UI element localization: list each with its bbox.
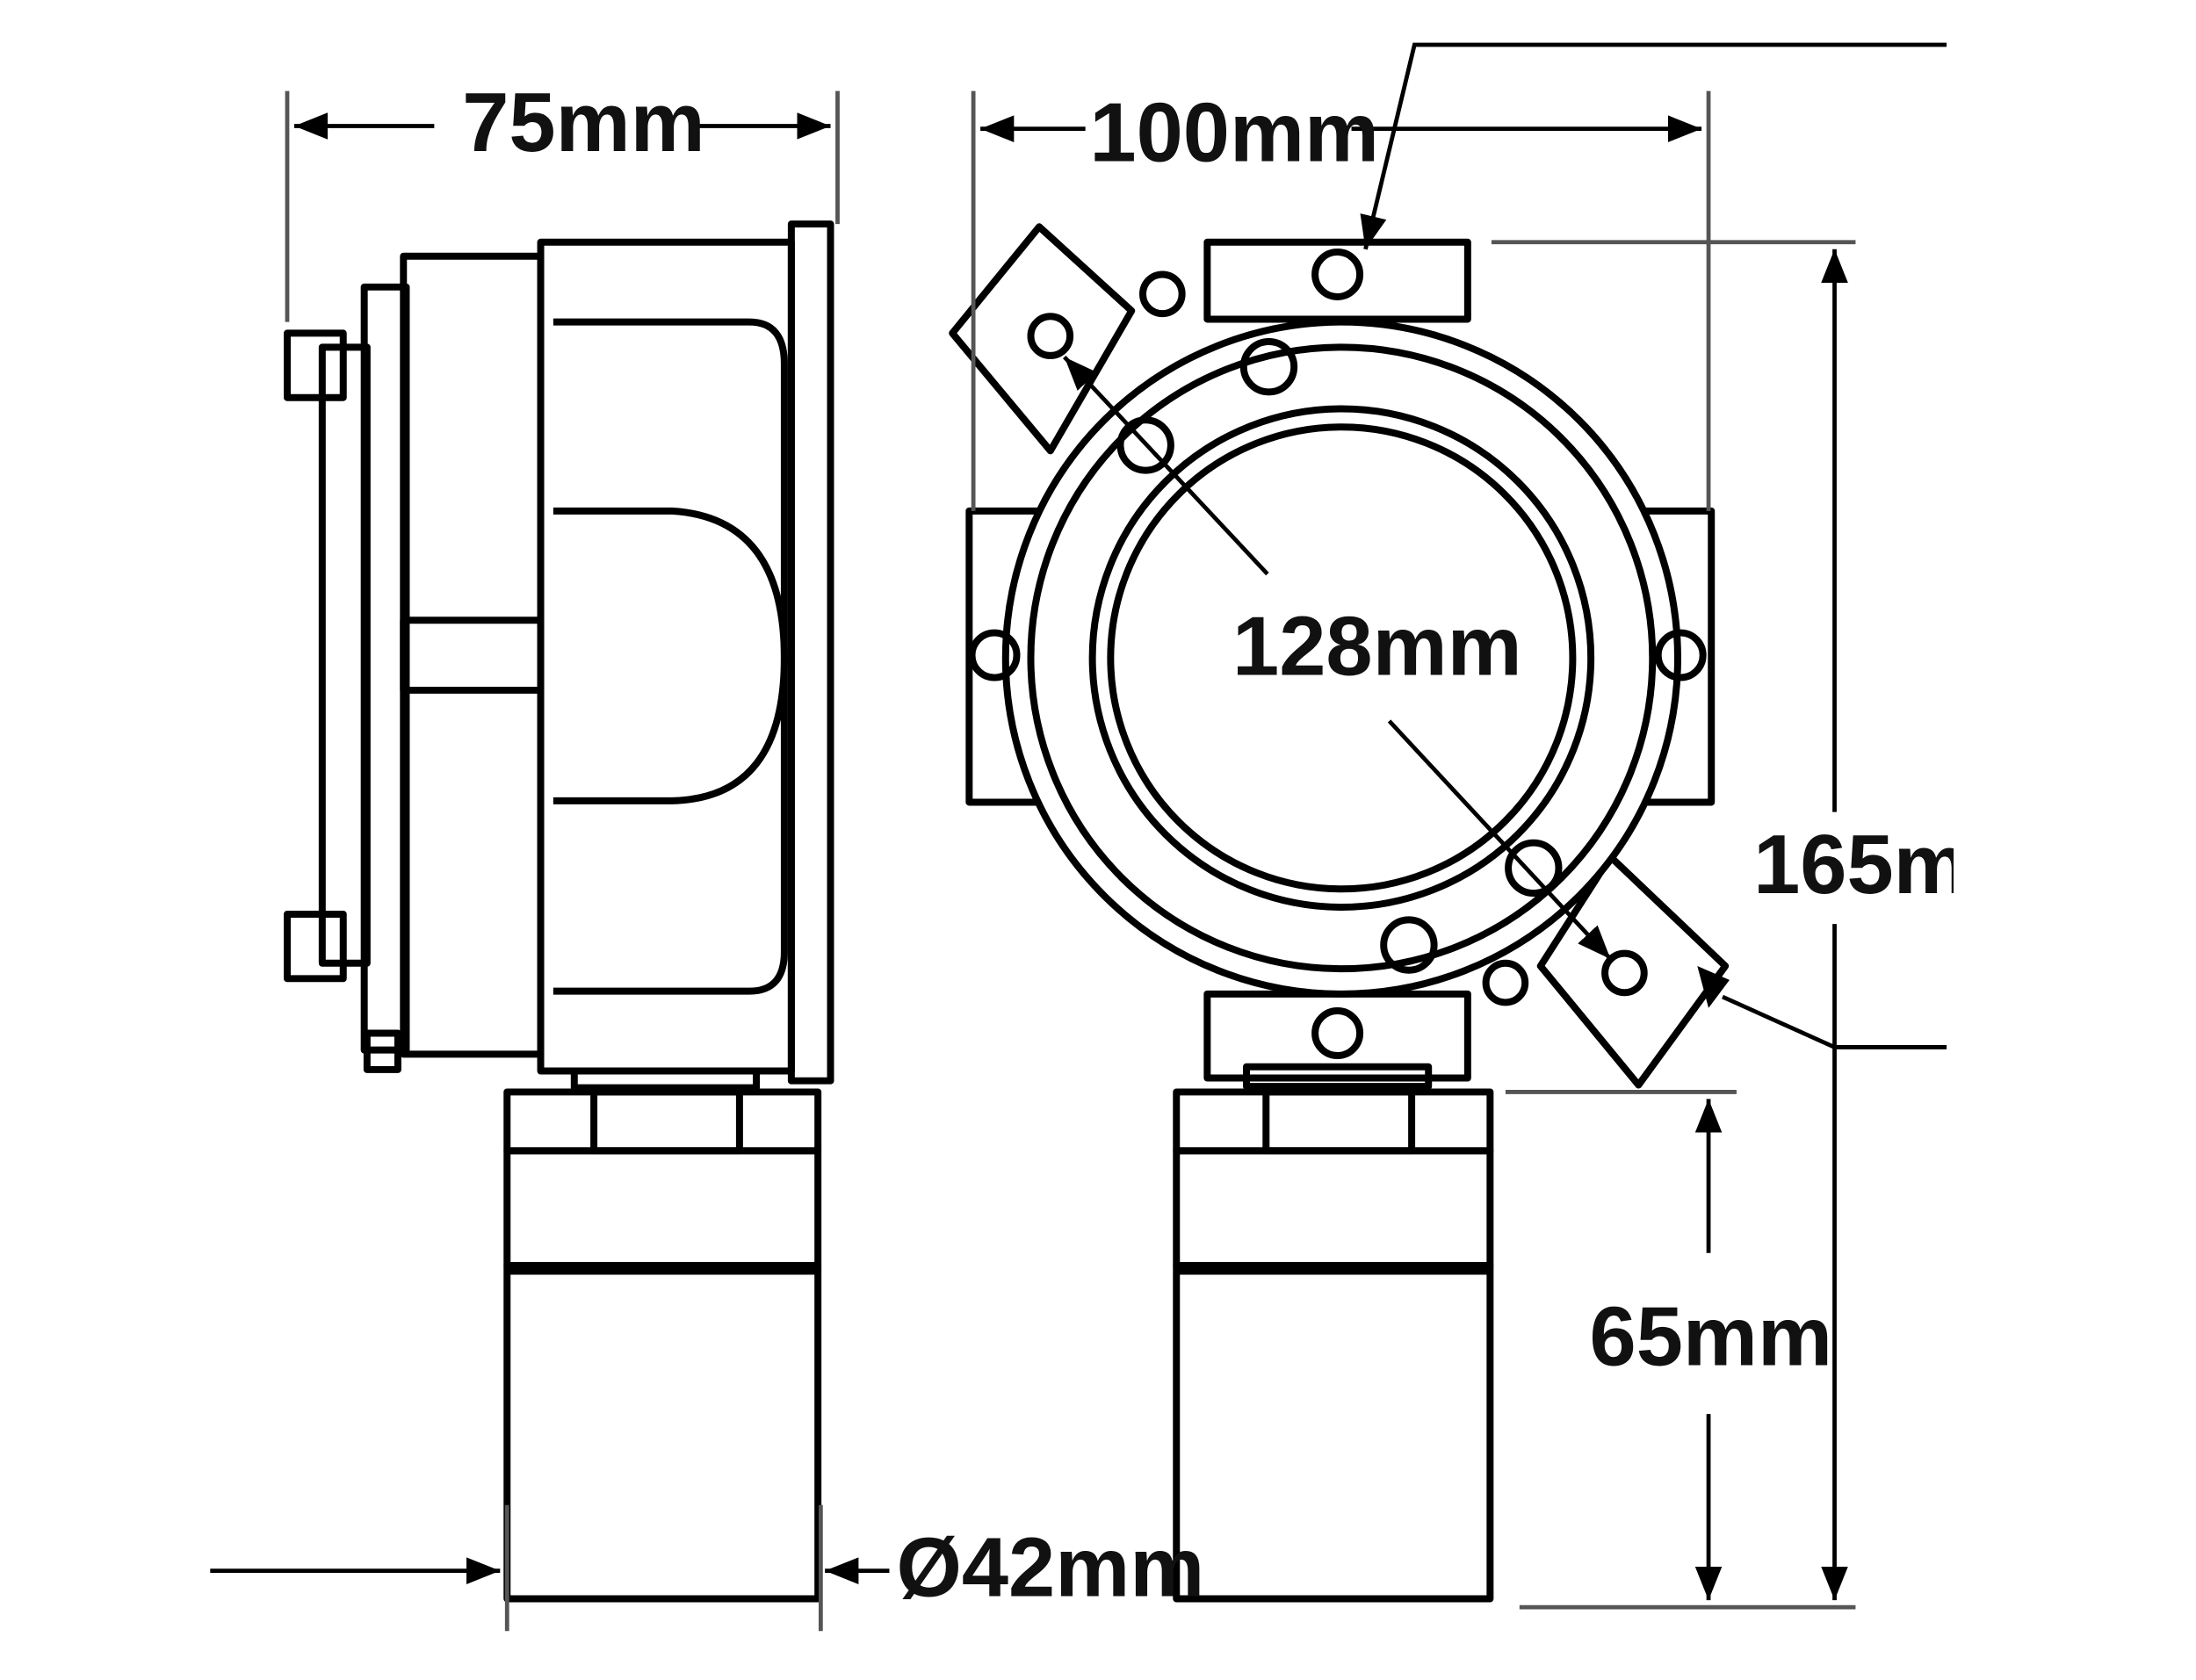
label-sensor-height: 65mm	[1590, 1289, 1832, 1383]
front-view	[949, 223, 1730, 1603]
label-total-height: 165mm	[1753, 818, 2043, 912]
label-window-diameter: 128mm	[1232, 599, 1522, 693]
label-sensor-diameter: Ø42mm	[896, 1520, 1204, 1614]
dimension-lines	[210, 42, 1947, 1632]
label-front-width: 100mm	[1089, 85, 1379, 179]
dimension-labels: 75mm 100mm 128mm 165mm 65mm Ø42mm	[462, 76, 2043, 1614]
label-side-width: 75mm	[462, 76, 704, 169]
side-view	[283, 220, 834, 1603]
